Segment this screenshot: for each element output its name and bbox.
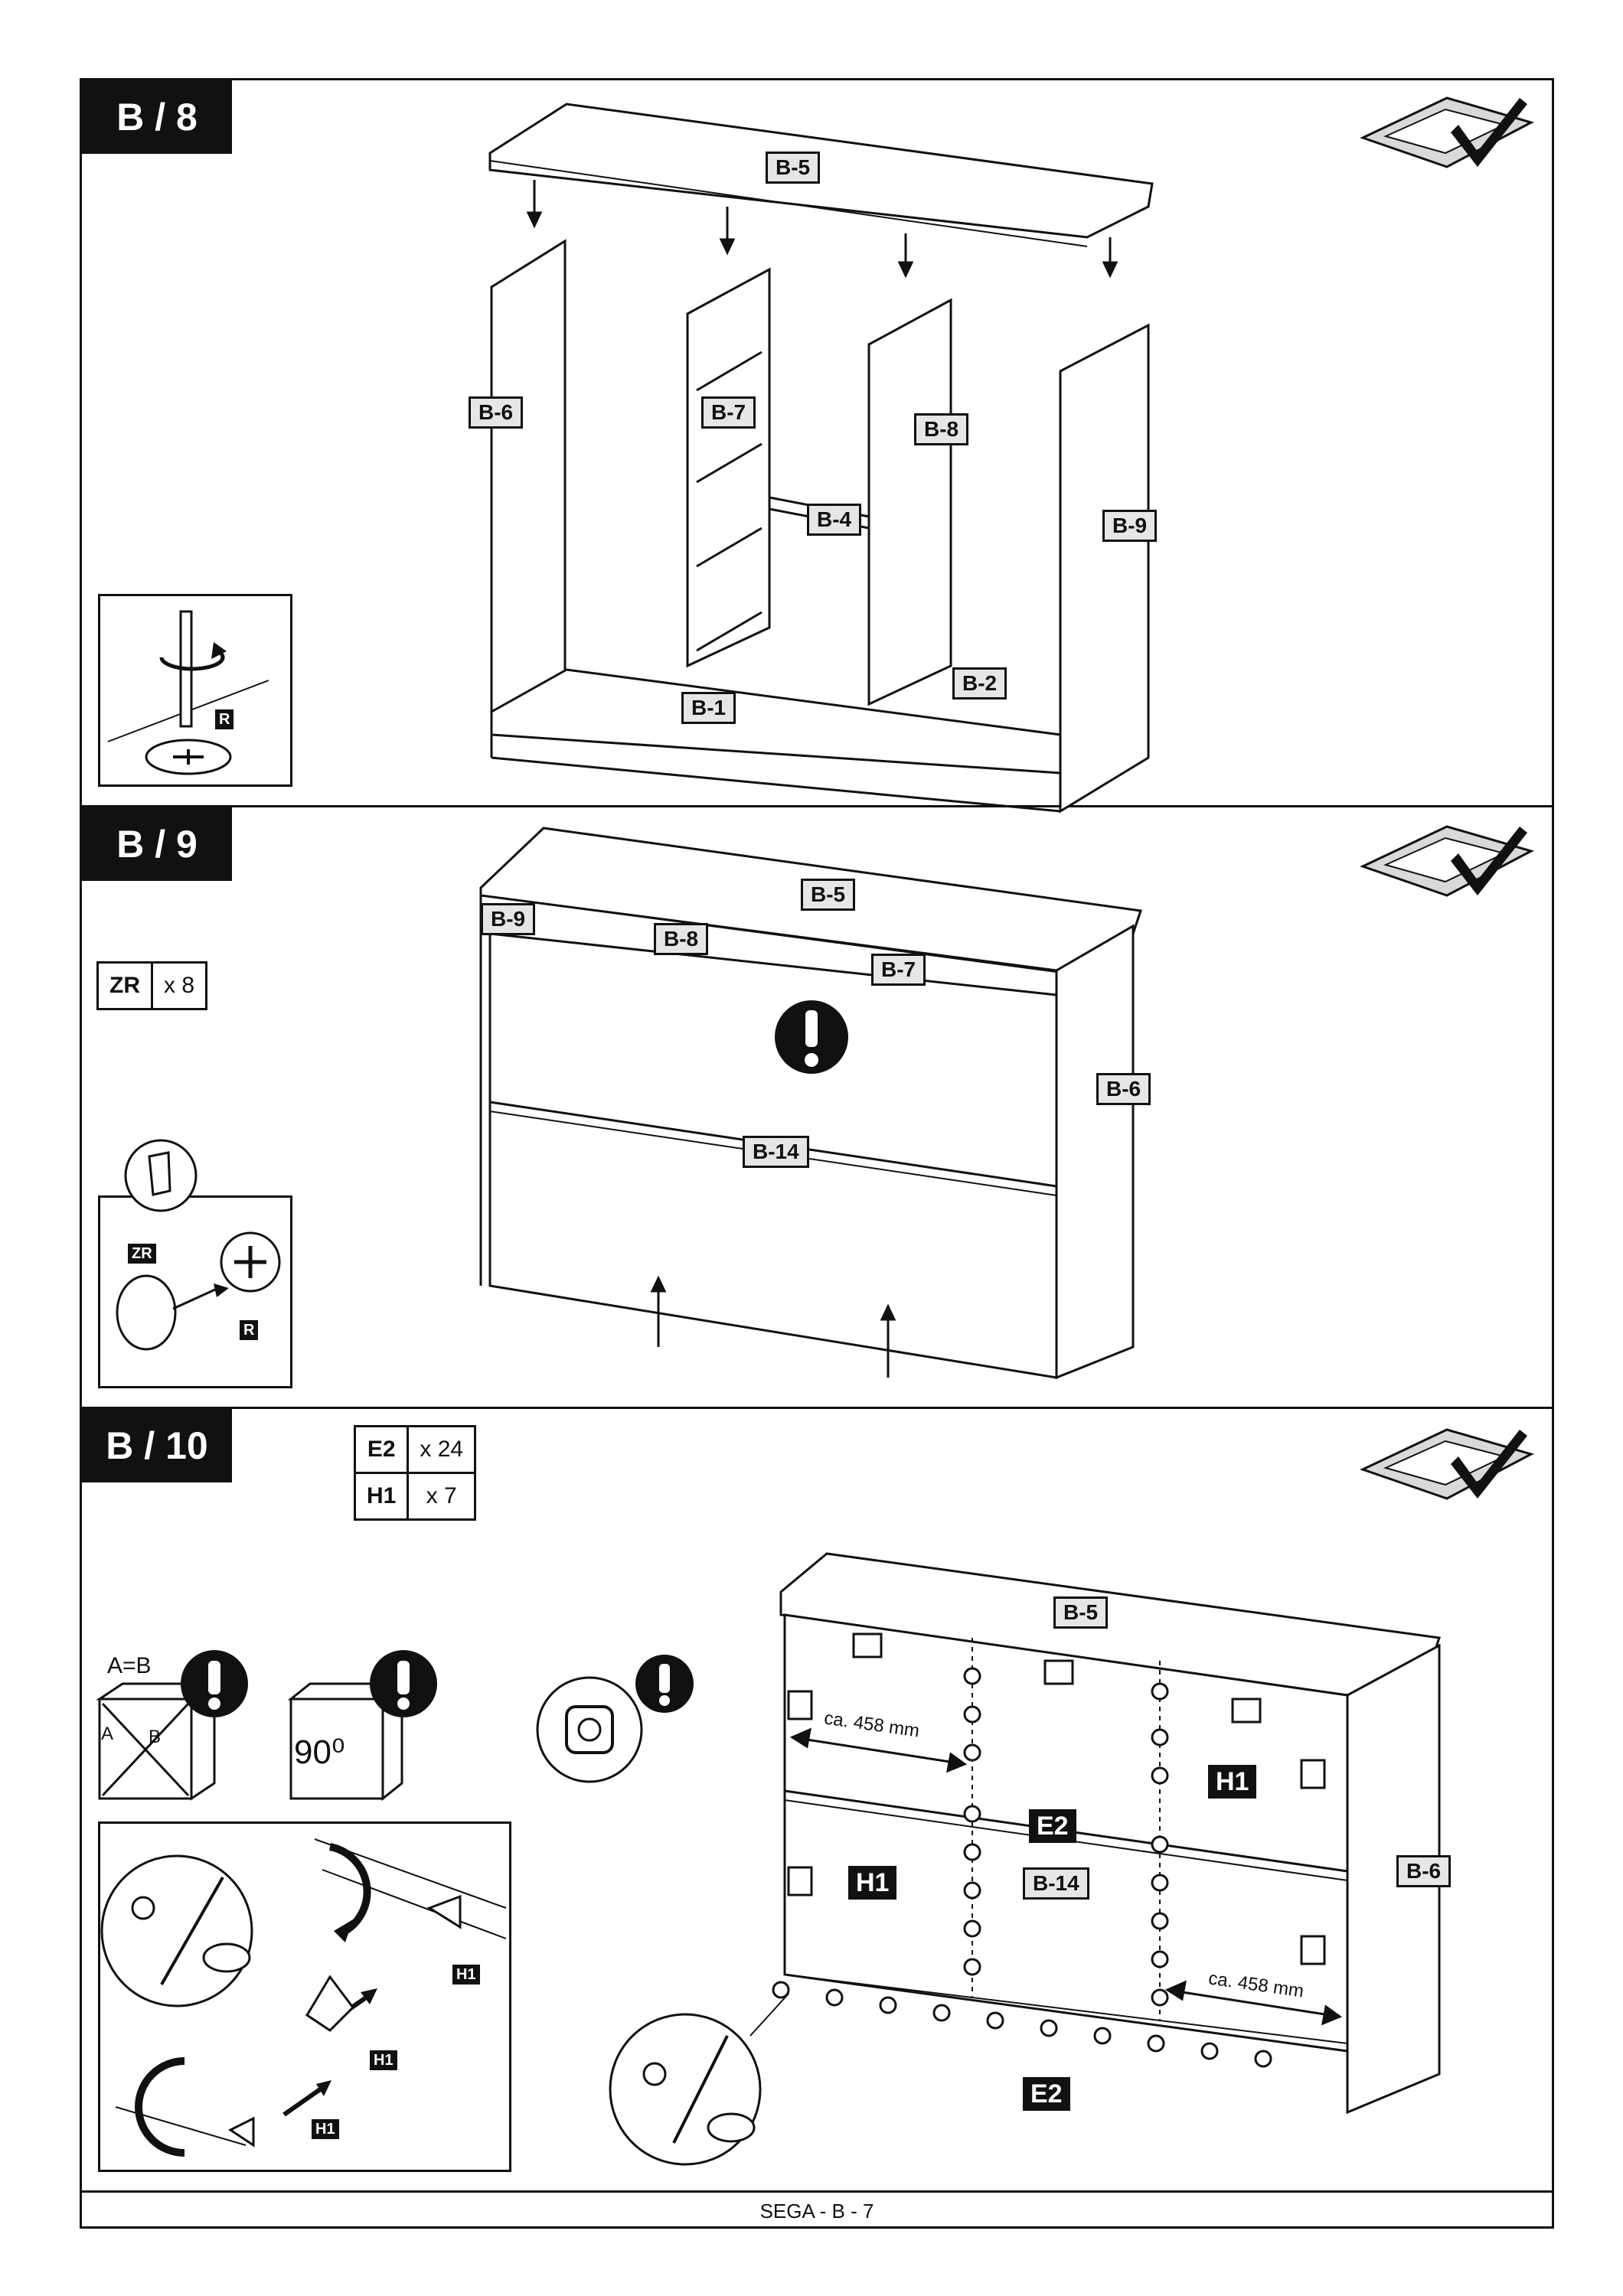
hardware-code: E2 xyxy=(353,1425,410,1474)
right-angle-icon xyxy=(287,1650,437,1802)
hardware-code: ZR xyxy=(96,961,153,1010)
square-check-icon xyxy=(96,1650,248,1801)
part-label-b6: B-6 xyxy=(469,396,524,429)
detail-screw-box: R xyxy=(98,594,292,787)
part-label-b2: B-2 xyxy=(952,667,1007,700)
knob-screw-icon xyxy=(116,1231,281,1351)
hardware-qty: x 7 xyxy=(407,1472,477,1521)
step-title-b8: B / 8 xyxy=(82,80,232,154)
b-text: B xyxy=(149,1727,162,1747)
part-label-b8: B-8 xyxy=(654,923,709,955)
detail-knob-box: ZR R xyxy=(98,1195,292,1388)
part-label-b5: B-5 xyxy=(801,879,856,911)
check-done-icon xyxy=(1360,825,1534,897)
page-footer: SEGA - B - 7 xyxy=(80,2190,1554,2229)
part-label-b7: B-7 xyxy=(701,396,756,429)
cabinet-front-b9 xyxy=(479,827,1142,1380)
part-label-b5: B-5 xyxy=(1053,1596,1109,1629)
aeqb-text: A=B xyxy=(107,1653,152,1678)
hardware-qty: x 8 xyxy=(150,961,208,1010)
part-label-b6: B-6 xyxy=(1096,1073,1151,1105)
cabinet-assembly-b8 xyxy=(488,103,1154,814)
tape-measure-icon xyxy=(536,1655,694,1783)
tag-zr: ZR xyxy=(128,1244,156,1264)
hardware-table-b10: E2 x 24 H1 x 7 xyxy=(353,1425,477,1521)
tag-h1: H1 xyxy=(312,2119,339,2139)
hardware-qty: x 24 xyxy=(407,1425,477,1474)
check-done-icon xyxy=(1360,96,1534,168)
step-title-b10: B / 10 xyxy=(82,1409,232,1482)
a-text: A xyxy=(101,1724,114,1744)
part-label-b1: B-1 xyxy=(681,692,736,724)
part-label-b14: B-14 xyxy=(743,1136,809,1168)
handle-icon xyxy=(124,1139,198,1212)
part-label-b14: B-14 xyxy=(1023,1867,1089,1900)
check-done-icon xyxy=(1360,1428,1534,1500)
hardware-table-b9: ZR x 8 xyxy=(96,961,208,1010)
part-label-b9: B-9 xyxy=(481,903,536,935)
tag-h1: H1 xyxy=(848,1866,897,1900)
section-divider xyxy=(80,805,1554,807)
part-label-b8: B-8 xyxy=(914,413,969,445)
page-frame xyxy=(80,78,1554,2229)
tag-h1: H1 xyxy=(1208,1765,1257,1799)
part-label-b7: B-7 xyxy=(871,954,926,986)
part-label-b4: B-4 xyxy=(807,504,862,536)
part-label-b5: B-5 xyxy=(766,152,821,184)
part-label-b9: B-9 xyxy=(1102,510,1158,542)
part-label-b6: B-6 xyxy=(1396,1855,1452,1887)
tag-e2: E2 xyxy=(1029,1809,1076,1843)
tag-h1: H1 xyxy=(452,1965,480,1985)
screwdriver-rotate-icon xyxy=(107,610,269,775)
connector-assembly-detail xyxy=(100,1838,507,2157)
detail-connector-box: H1 H1 H1 xyxy=(98,1821,511,2172)
tag-r: R xyxy=(240,1320,259,1340)
angle-text: 90⁰ xyxy=(294,1733,345,1771)
section-divider xyxy=(80,1407,1554,1409)
tag-r: R xyxy=(215,709,234,729)
tag-e2: E2 xyxy=(1023,2077,1070,2111)
step-title-b9: B / 9 xyxy=(82,807,232,881)
tag-h1: H1 xyxy=(370,2050,397,2070)
hardware-code: H1 xyxy=(353,1472,410,1521)
